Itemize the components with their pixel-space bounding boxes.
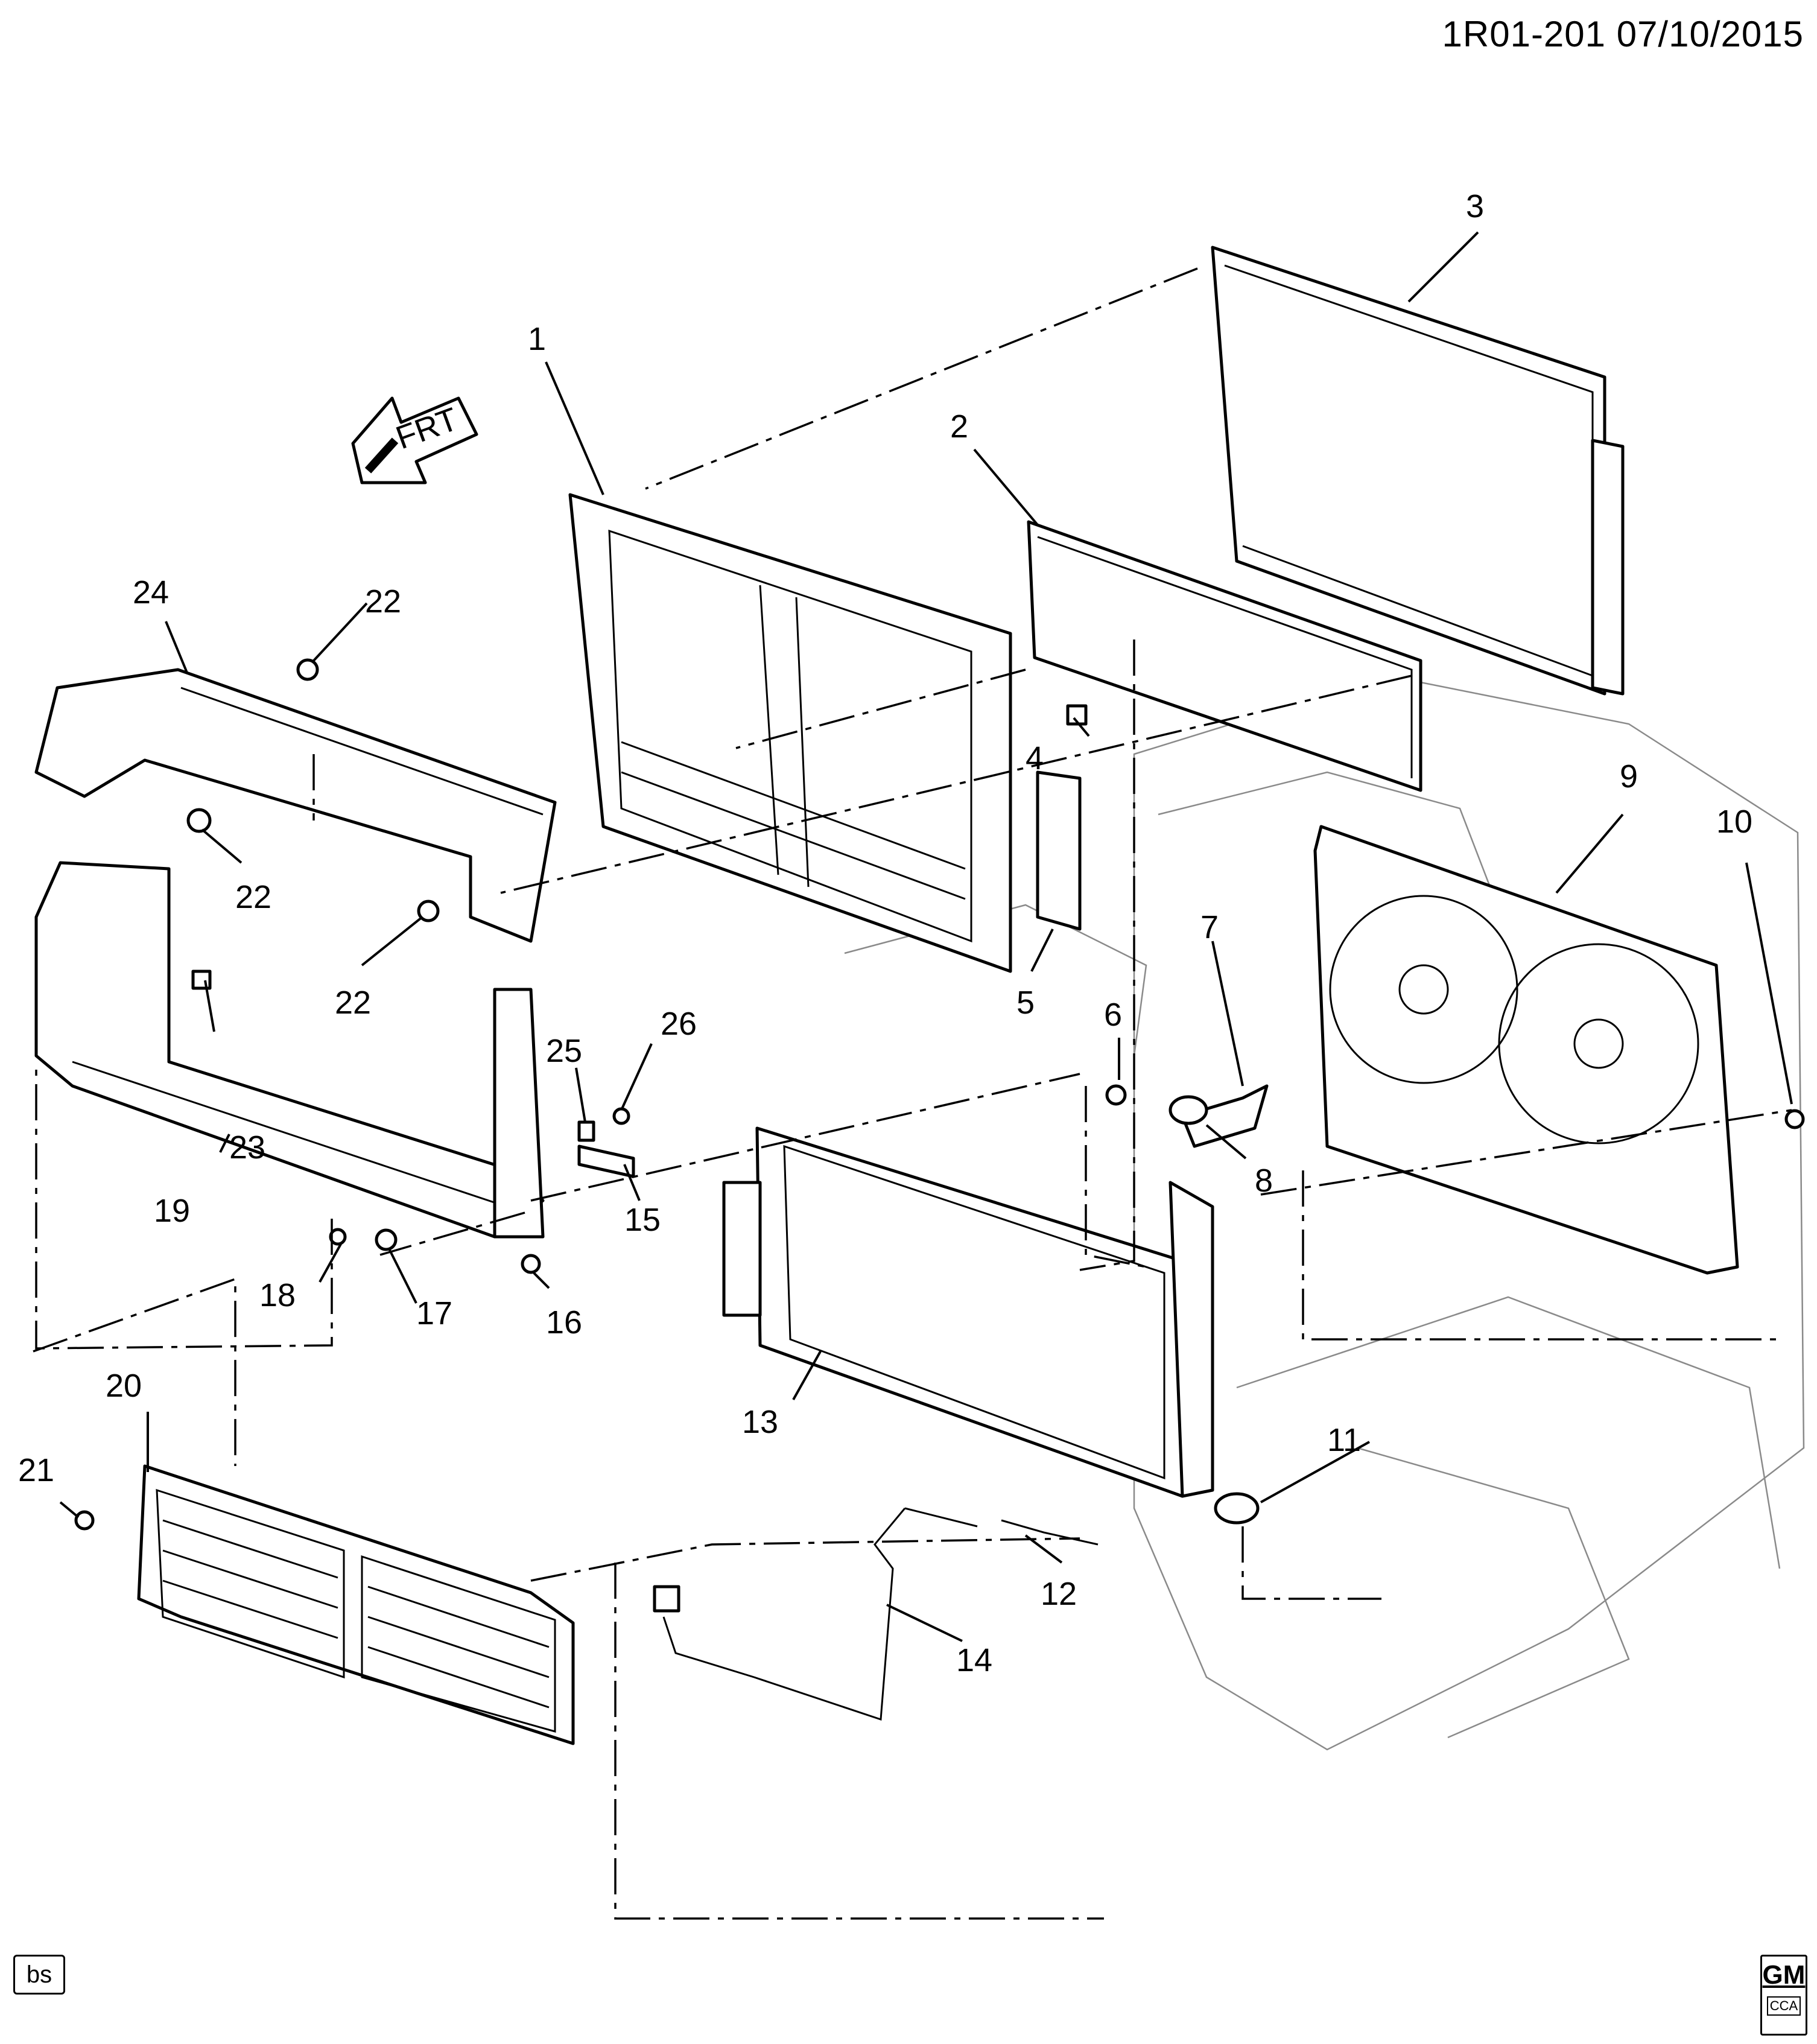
callout-18: 18 <box>259 1277 296 1313</box>
part-19-lower-baffle <box>34 861 545 1239</box>
part-13-radiator <box>722 1126 1214 1498</box>
part-3-condenser <box>1211 246 1625 696</box>
diagram-reference-id: 1R01-201 07/10/2015 <box>1442 14 1804 54</box>
callouts: 1 2 3 4 5 6 7 8 9 10 11 12 13 14 15 16 1… <box>18 188 1752 1678</box>
callout-16: 16 <box>546 1304 582 1341</box>
part-24-upper-deflector <box>34 668 557 943</box>
callout-9: 9 <box>1620 758 1638 795</box>
callout-6: 6 <box>1104 997 1122 1033</box>
part-9-fan-shroud <box>1313 825 1739 1275</box>
assembly-lines <box>33 267 1792 1920</box>
callout-13: 13 <box>742 1404 778 1440</box>
callout-8: 8 <box>1255 1163 1273 1199</box>
callout-10: 10 <box>1716 804 1752 840</box>
callout-21: 21 <box>18 1452 54 1488</box>
callout-1: 1 <box>528 321 546 357</box>
gm-logo-text: GM <box>1762 1960 1806 1990</box>
fasteners <box>74 658 1805 1531</box>
callout-5: 5 <box>1016 985 1035 1021</box>
callout-2: 2 <box>950 408 968 445</box>
callout-22c: 22 <box>335 985 371 1021</box>
callout-7: 7 <box>1200 909 1219 945</box>
leader-lines <box>59 231 1793 1642</box>
front-arrow-icon: FRT <box>351 396 478 484</box>
callout-22b: 22 <box>235 879 271 915</box>
callout-3: 3 <box>1466 188 1484 224</box>
callout-14: 14 <box>956 1642 992 1678</box>
callout-20: 20 <box>106 1368 142 1404</box>
part-14-wiring-harness <box>653 1507 1099 1721</box>
callout-17: 17 <box>416 1295 452 1331</box>
gm-logo-badge: GM CCA <box>1760 1955 1807 2036</box>
part-2-cooler <box>1027 520 1422 792</box>
callout-12: 12 <box>1041 1576 1077 1612</box>
bs-badge: bs <box>13 1955 65 1995</box>
cca-label: CCA <box>1766 1996 1801 2016</box>
callout-24: 24 <box>133 574 169 611</box>
callout-23: 23 <box>229 1129 265 1166</box>
callout-11: 11 <box>1327 1422 1361 1458</box>
callout-19: 19 <box>154 1193 190 1229</box>
part-20-shutter-grille <box>137 1464 575 1745</box>
callout-25: 25 <box>546 1033 582 1069</box>
callout-15: 15 <box>624 1202 661 1238</box>
callout-4: 4 <box>1026 740 1044 776</box>
callout-22a: 22 <box>365 583 401 620</box>
callout-26: 26 <box>661 1006 697 1042</box>
